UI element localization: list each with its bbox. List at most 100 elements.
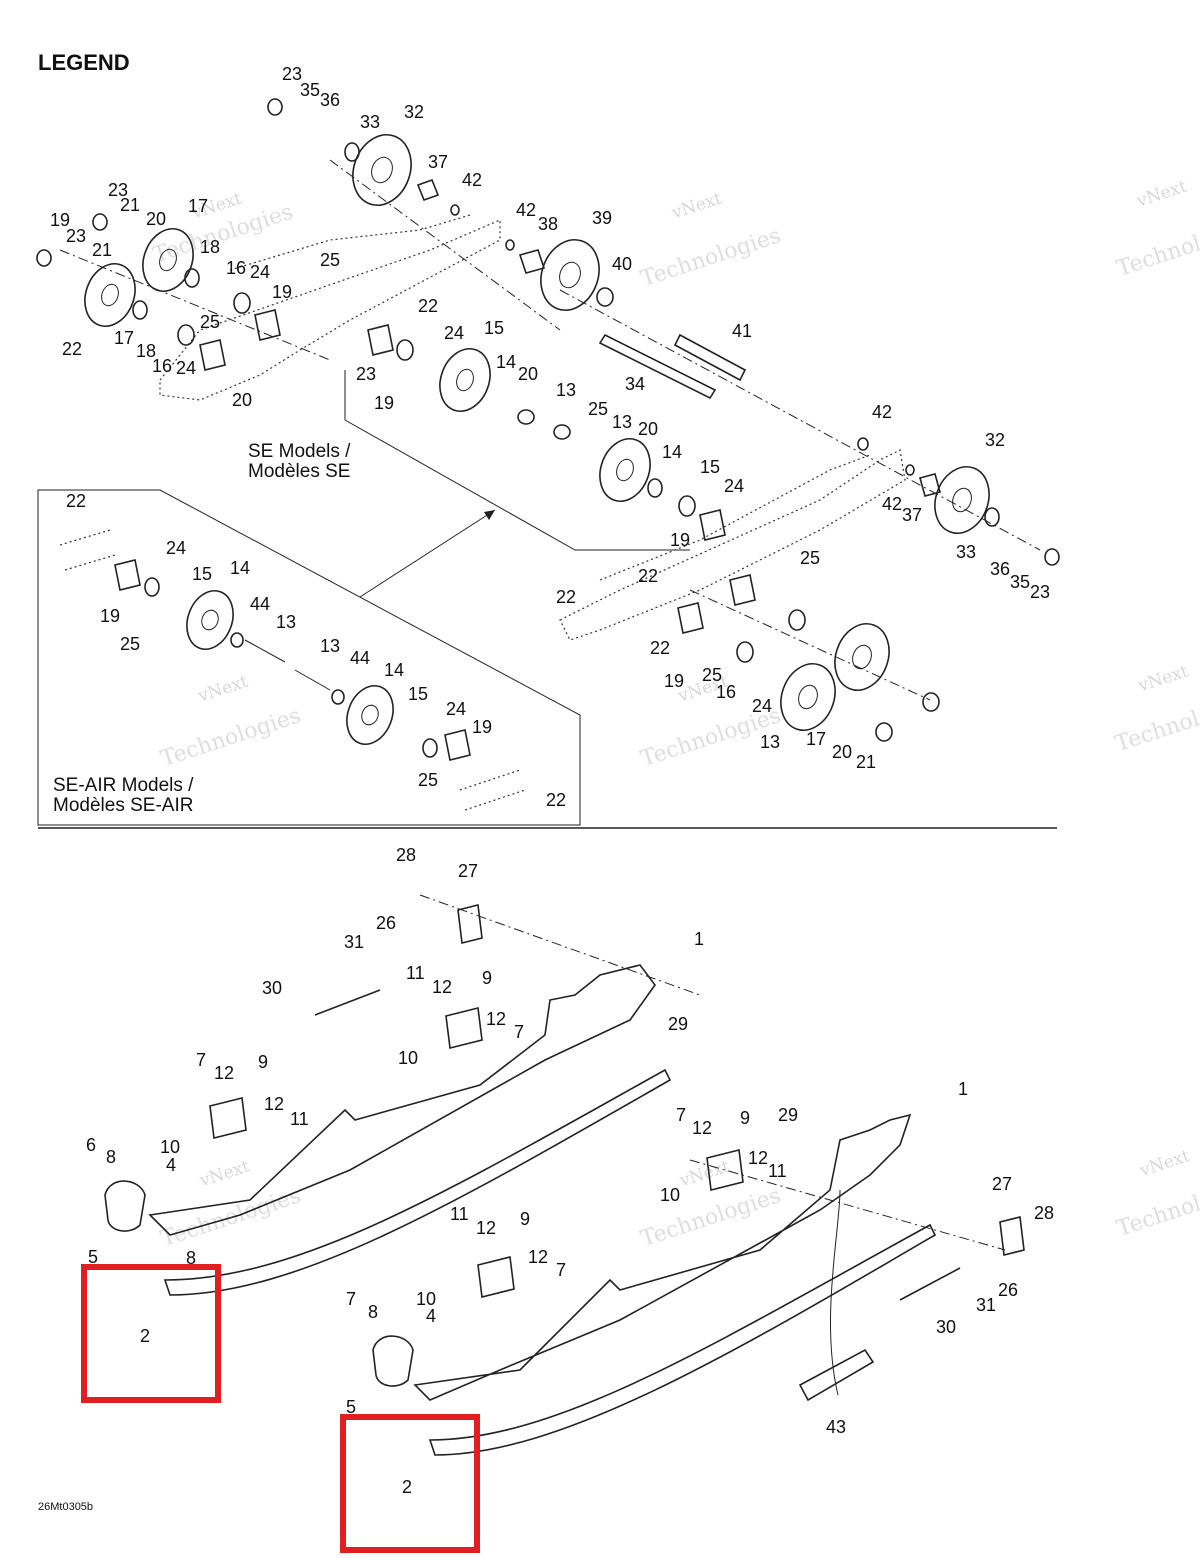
callout-number: 33 [360, 112, 380, 132]
callout-number: 1 [958, 1079, 968, 1099]
axle-line [329, 159, 561, 331]
callout-number: 15 [408, 684, 428, 704]
callout-number: 15 [192, 564, 212, 584]
callout-number: 7 [346, 1289, 356, 1309]
callout-number: 30 [936, 1317, 956, 1337]
watermark-brand: vNext [1134, 177, 1190, 212]
callout-number: 34 [625, 374, 645, 394]
callout-number: 15 [700, 457, 720, 477]
callout-number: 6 [86, 1135, 96, 1155]
stopper-9-d [477, 1256, 515, 1298]
se-air-inset [37, 489, 581, 826]
callout-number: 16 [226, 258, 246, 278]
callout-number: 2 [402, 1477, 412, 1497]
callout-number: 4 [426, 1306, 436, 1326]
se-air-arrow [359, 509, 496, 598]
callout-number: 23 [66, 226, 86, 246]
callout-number: 23 [282, 64, 302, 84]
watermark-text: Technologies [1112, 688, 1200, 757]
callout-number: 13 [556, 380, 576, 400]
callout-number: 12 [692, 1118, 712, 1138]
callout-number: 14 [662, 442, 682, 462]
watermark-brand: vNext [1135, 661, 1191, 696]
callout-number: 19 [374, 393, 394, 413]
callout-number: 32 [985, 430, 1005, 450]
callout-number: 29 [778, 1105, 798, 1125]
callout-number: 18 [136, 341, 156, 361]
callout-number: 44 [250, 594, 270, 614]
callout-number: 24 [250, 262, 270, 282]
se-air-label-fr: Modèles SE-AIR [53, 795, 193, 816]
stopper-9-a [445, 1007, 483, 1049]
highlight-box-rail-left [81, 1264, 221, 1403]
callout-number: 13 [276, 612, 296, 632]
bumper-5-right [372, 1335, 414, 1387]
callout-number: 20 [832, 742, 852, 762]
callout-number: 9 [258, 1052, 268, 1072]
callout-number: 27 [458, 861, 478, 881]
callout-number: 19 [50, 210, 70, 230]
callout-number: 11 [768, 1161, 787, 1181]
callout-number: 25 [120, 634, 140, 654]
callout-number: 12 [528, 1247, 548, 1267]
callout-number: 27 [992, 1174, 1012, 1194]
callout-number: 35 [1010, 572, 1030, 592]
rail-left-frame [148, 964, 656, 1236]
callout-number: 10 [160, 1137, 180, 1157]
callout-number: 12 [214, 1063, 234, 1083]
se-models-label-en: SE Models / [248, 441, 351, 462]
callout-number: 14 [230, 558, 250, 578]
callout-number: 36 [990, 559, 1010, 579]
callout-number: 12 [432, 977, 452, 997]
callout-number: 22 [418, 296, 438, 316]
callout-number: 29 [668, 1014, 688, 1034]
callout-number: 12 [486, 1009, 506, 1029]
callout-number: 21 [92, 240, 112, 260]
se-air-label-en: SE-AIR Models / [53, 775, 194, 796]
callout-number: 8 [106, 1147, 116, 1167]
callout-number: 23 [108, 180, 128, 200]
wear-strip [798, 1348, 875, 1402]
callout-number: 11 [406, 963, 425, 983]
callout-number: 39 [592, 208, 612, 228]
callout-number: 28 [396, 845, 416, 865]
callout-number: 42 [516, 200, 536, 220]
bolt-30-left [314, 989, 381, 1016]
callout-number: 26 [998, 1280, 1018, 1300]
callout-number: 4 [166, 1155, 176, 1175]
callout-number: 25 [320, 250, 340, 270]
callout-number: 38 [538, 214, 558, 234]
callout-number: 22 [650, 638, 670, 658]
callout-number: 28 [1034, 1203, 1054, 1223]
callout-number: 20 [638, 419, 658, 439]
callout-number: 8 [368, 1302, 378, 1322]
rail-frame-rear-edge [229, 214, 471, 271]
callout-number: 25 [200, 312, 220, 332]
top-suspension-assembly [36, 98, 1060, 742]
callout-number: 40 [612, 254, 632, 274]
axle-line [559, 289, 1041, 551]
callout-number: 33 [956, 542, 976, 562]
callout-number: 22 [638, 566, 658, 586]
callout-number: 14 [384, 660, 404, 680]
callout-number: 17 [188, 196, 208, 216]
callout-number: 18 [200, 237, 220, 257]
callout-number: 9 [482, 968, 492, 988]
watermark-text: Technologies [1114, 1173, 1200, 1242]
figure-code: 26Mt0305b [38, 1501, 93, 1513]
callout-number: 10 [660, 1185, 680, 1205]
callout-number: 19 [670, 530, 690, 550]
callout-number: 22 [556, 587, 576, 607]
highlight-box-rail-right [340, 1414, 480, 1553]
callout-number: 26 [376, 913, 396, 933]
callout-number: 10 [416, 1289, 436, 1309]
watermark-text: Technologies [638, 223, 784, 292]
callout-number: 11 [450, 1204, 469, 1224]
callout-number: 24 [176, 358, 196, 378]
callout-number: 24 [444, 323, 464, 343]
callout-number: 22 [66, 491, 86, 511]
watermark-brand: vNext [669, 189, 725, 224]
callout-number: 31 [344, 932, 364, 952]
callout-number: 19 [100, 606, 120, 626]
